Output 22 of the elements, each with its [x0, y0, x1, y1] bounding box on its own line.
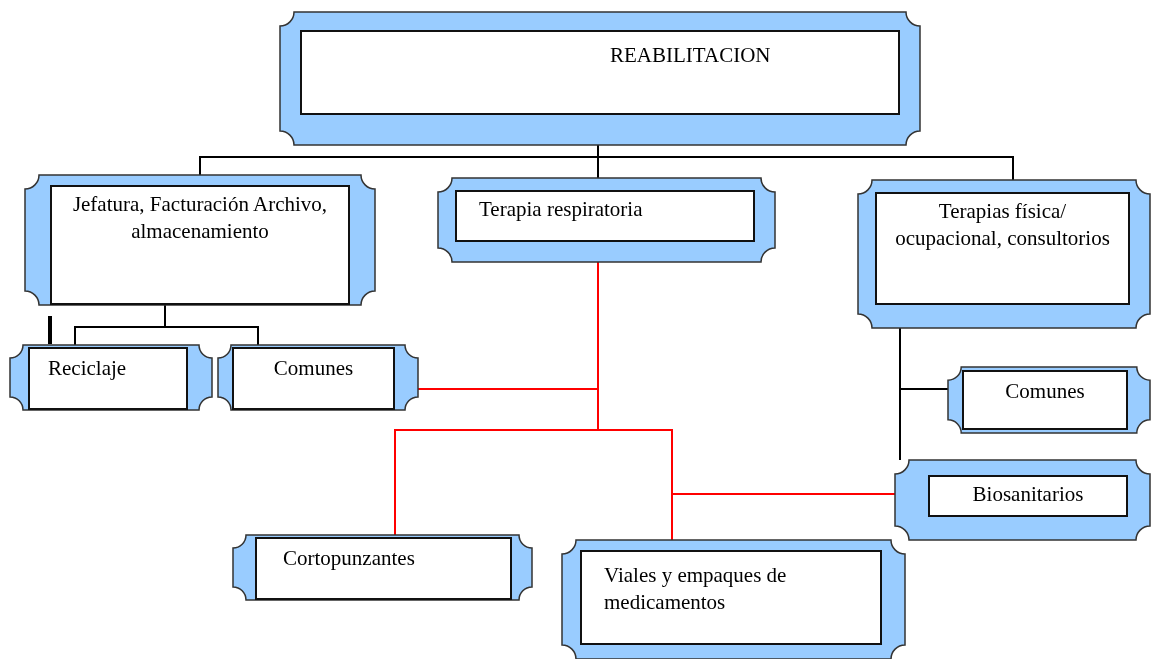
box-label: REABILITACION: [610, 42, 772, 69]
box-label: Comunes: [1004, 378, 1086, 405]
box-label: Terapia respiratoria: [479, 196, 644, 223]
box-label: Terapias física/ ocupacional, consultorios: [894, 198, 1111, 253]
box-label: Cortopunzantes: [283, 545, 416, 572]
connector-line: [899, 327, 901, 461]
bracket-frame-box: [895, 460, 1150, 540]
box-label: Jefatura, Facturación Archivo, almacenamiento: [71, 191, 329, 246]
connector-line: [164, 304, 259, 346]
box-label: Comunes: [272, 355, 355, 382]
bracket-frame-box: [858, 180, 1150, 328]
box-label: Viales y empaques de medicamentos: [604, 562, 788, 617]
bracket-frame-box: [438, 178, 775, 262]
box-label: Reciclaje: [48, 355, 128, 382]
bracket-frame-box: [948, 367, 1150, 433]
bracket-frame-box: [10, 345, 212, 410]
bracket-frame-box: [562, 540, 905, 659]
bracket-frame-box: [25, 175, 375, 305]
bracket-frame-box: [280, 12, 920, 145]
box-label: Biosanitarios: [971, 481, 1085, 508]
bracket-frame-box: [233, 535, 532, 600]
bracket-frame-box: [218, 345, 418, 410]
